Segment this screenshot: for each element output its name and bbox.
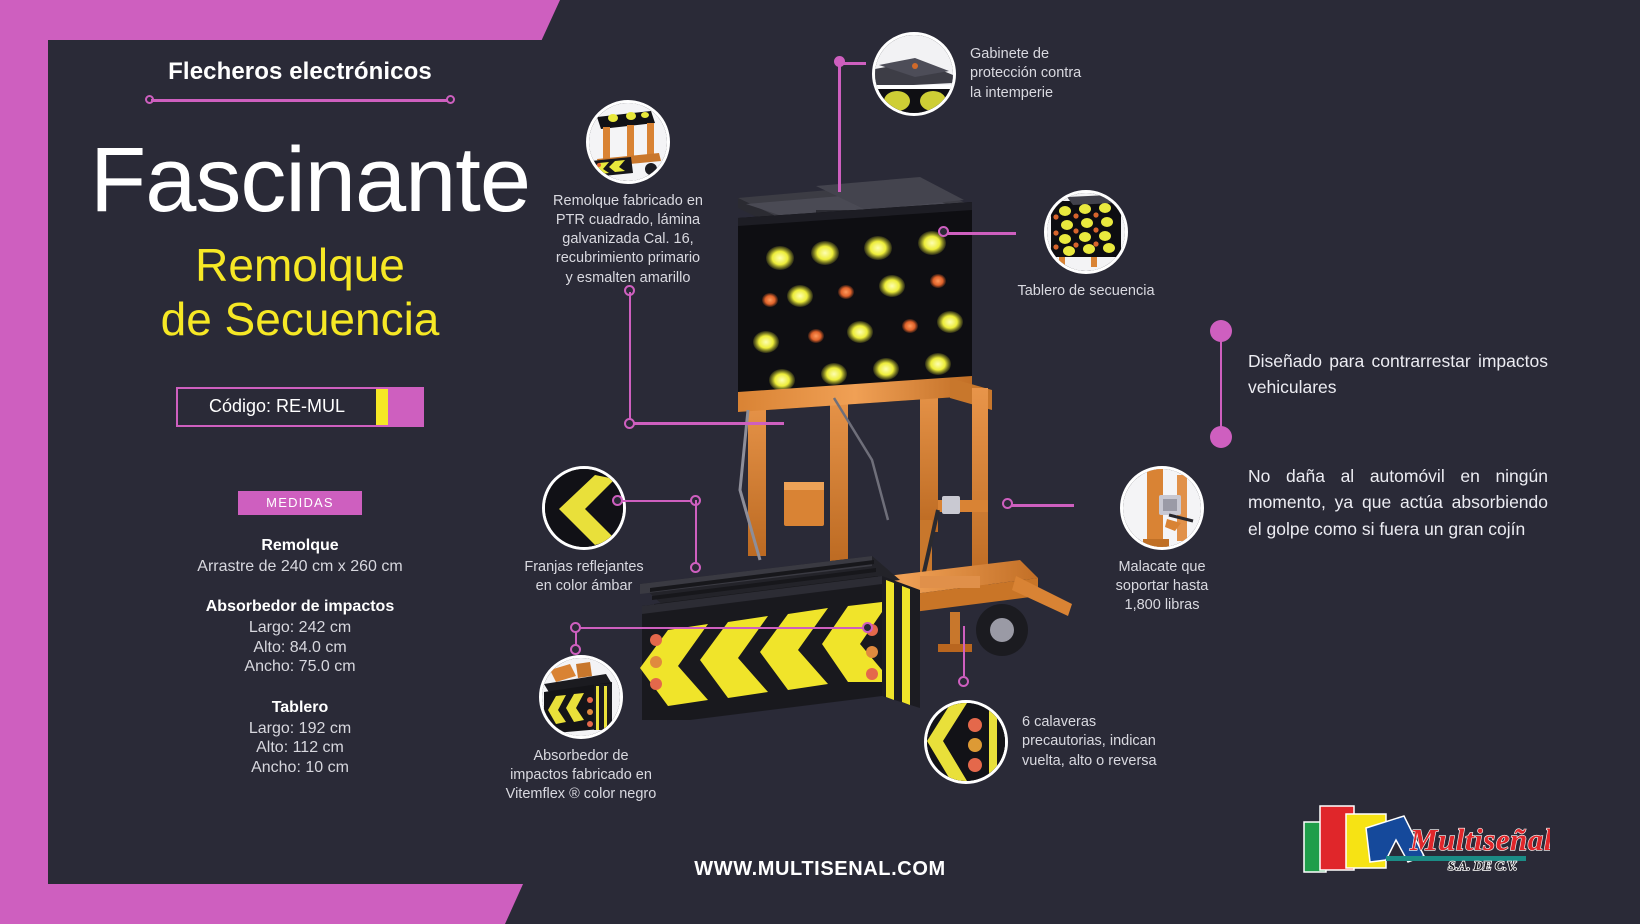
remolque-thumb-art	[589, 103, 667, 181]
callout-tablero-secuencia: Tablero de secuencia	[1012, 190, 1160, 301]
connector-malacate-h	[1008, 504, 1074, 507]
connector-node-absorbedor-bottom	[570, 644, 581, 655]
callout-calaveras: 6 calaveras precautorias, indican vuelta…	[924, 700, 1157, 784]
jack-stand-group	[938, 612, 972, 652]
features-list: Diseñado para contrarrestar impactos veh…	[1248, 330, 1548, 560]
callout-caption-franjas: Franjas reflejantes en color ámbar	[524, 559, 644, 595]
callout-thumb-remolque	[586, 100, 670, 184]
callout-thumb-absorbedor	[539, 655, 623, 739]
calaveras-thumb-art	[927, 703, 1005, 781]
connector-absorbedor-v	[574, 632, 577, 646]
winch-frame-group	[918, 378, 992, 591]
measurement-line: Ancho: 10 cm	[251, 758, 349, 776]
product-code-badge: Código: RE-MUL	[176, 386, 424, 427]
connector-gabinete-h	[838, 62, 866, 65]
measurement-line: Ancho: 75.0 cm	[244, 658, 356, 676]
impact-absorber-group	[640, 556, 920, 726]
callout-caption-tablero: Tablero de secuencia	[1017, 283, 1155, 299]
feature-text-2: No daña al automóvil en ningún momento, …	[1248, 465, 1548, 539]
logo-sublabel: S.A. DE C.V.	[1448, 858, 1517, 873]
sequence-board-group	[738, 202, 972, 412]
connector-node-franjas-end	[690, 562, 701, 573]
connector-gabinete-v	[838, 62, 841, 192]
connector-node-calaveras	[958, 676, 969, 687]
product-subtitle-line1: Remolque	[195, 239, 405, 291]
callout-thumb-gabinete	[872, 32, 956, 116]
feature-text-1: Diseñado para contrarrestar impactos veh…	[1248, 350, 1548, 398]
connector-tablero-h	[944, 232, 1016, 235]
connector-franjas-v	[694, 500, 697, 566]
measurement-line: Alto: 112 cm	[256, 739, 344, 757]
callout-thumb-franjas	[542, 466, 626, 550]
callout-caption-remolque: Remolque fabricado en PTR cuadrado, lámi…	[553, 193, 703, 286]
callout-franjas-reflejantes: Franjas reflejantes en color ámbar	[500, 466, 668, 596]
measurement-line: Largo: 192 cm	[248, 719, 352, 737]
page-title: Fascinante	[90, 129, 531, 231]
measurement-line: Alto: 84.0 cm	[253, 638, 347, 656]
connector-remolque-v	[628, 292, 631, 422]
tablero-thumb-art	[1047, 193, 1125, 271]
connector-node-tablero	[938, 226, 949, 237]
connector-node-malacate	[1002, 498, 1013, 509]
trailer-arrow-board-svg	[640, 177, 1072, 726]
feature-connector-line	[1219, 338, 1222, 442]
measurement-group-absorbedor: Absorbedor de impactos Largo: 242 cm Alt…	[90, 598, 510, 677]
measurement-title: Tablero	[271, 698, 329, 716]
connector-remolque-h	[634, 422, 784, 425]
feature-bullet-1	[1210, 320, 1232, 342]
product-subtitle: Remolque de Secuencia	[90, 238, 510, 347]
callout-caption-calaveras: 6 calaveras precautorias, indican vuelta…	[1022, 714, 1157, 769]
company-logo: Multiseñal S.A. DE C.V.	[1300, 800, 1553, 876]
callout-remolque-ptr: Remolque fabricado en PTR cuadrado, lámi…	[528, 100, 728, 288]
gabinete-thumb-art	[875, 35, 953, 113]
category-eyebrow: Flecheros electrónicos	[168, 58, 432, 85]
logo-wordmark: Multiseñal	[1409, 822, 1550, 857]
feature-bullet-2	[1210, 426, 1232, 448]
measurement-group-tablero: Tablero Largo: 192 cm Alto: 112 cm Ancho…	[90, 699, 510, 778]
malacate-thumb-art	[1123, 469, 1201, 547]
callout-malacate: Malacate que soportar hasta 1,800 libras	[1082, 466, 1242, 615]
measurement-line: Arrastre de 240 cm x 260 cm	[197, 557, 403, 575]
callout-gabinete: Gabinete de protección contra la intempe…	[872, 32, 1081, 116]
callout-caption-malacate: Malacate que soportar hasta 1,800 libras	[1115, 559, 1209, 614]
connector-node-absorbedor-end	[862, 622, 873, 633]
measurements-tag: MEDIDAS	[238, 490, 362, 515]
connector-absorbedor-h	[580, 626, 868, 629]
code-badge-yellow-bar	[376, 388, 388, 425]
control-box-group	[784, 482, 824, 526]
divider-line	[151, 99, 449, 102]
code-badge-pink-bar	[388, 388, 422, 425]
lamp-grid	[753, 231, 963, 391]
measurement-title: Remolque	[261, 536, 339, 554]
measurement-title: Absorbedor de impactos	[205, 598, 395, 616]
left-info-column: Flecheros electrónicos Fascinante Remolq…	[90, 58, 531, 778]
callout-caption-absorbedor: Absorbedor de impactos fabricado en Vite…	[505, 748, 657, 803]
absorbedor-thumb-art	[542, 658, 620, 736]
pink-left-stripe	[0, 0, 48, 924]
callout-caption-gabinete: Gabinete de protección contra la intempe…	[970, 46, 1082, 101]
connector-franjas-h	[622, 499, 694, 502]
divider-dot-right	[446, 95, 455, 104]
callout-thumb-tablero	[1044, 190, 1128, 274]
franjas-thumb-art	[545, 469, 623, 547]
product-subtitle-line2: de Secuencia	[160, 293, 440, 346]
product-code-label: Código: RE-MUL	[208, 396, 346, 417]
wheel-group	[976, 604, 1028, 656]
website-url: WWW.MULTISENAL.COM	[694, 858, 946, 880]
mast-group	[738, 376, 972, 565]
measurement-group-remolque: Remolque Arrastre de 240 cm x 260 cm	[90, 537, 510, 577]
multisenal-logo-art: Multiseñal S.A. DE C.V.	[1303, 805, 1553, 874]
callout-thumb-malacate	[1120, 466, 1204, 550]
connector-calaveras-v	[962, 626, 965, 676]
title-divider	[145, 92, 455, 108]
product-illustration	[620, 160, 1100, 726]
callout-absorbedor-vitemflex: Absorbedor de impactos fabricado en Vite…	[492, 655, 670, 804]
measurement-line: Largo: 242 cm	[248, 619, 352, 637]
callout-thumb-calaveras	[924, 700, 1008, 784]
